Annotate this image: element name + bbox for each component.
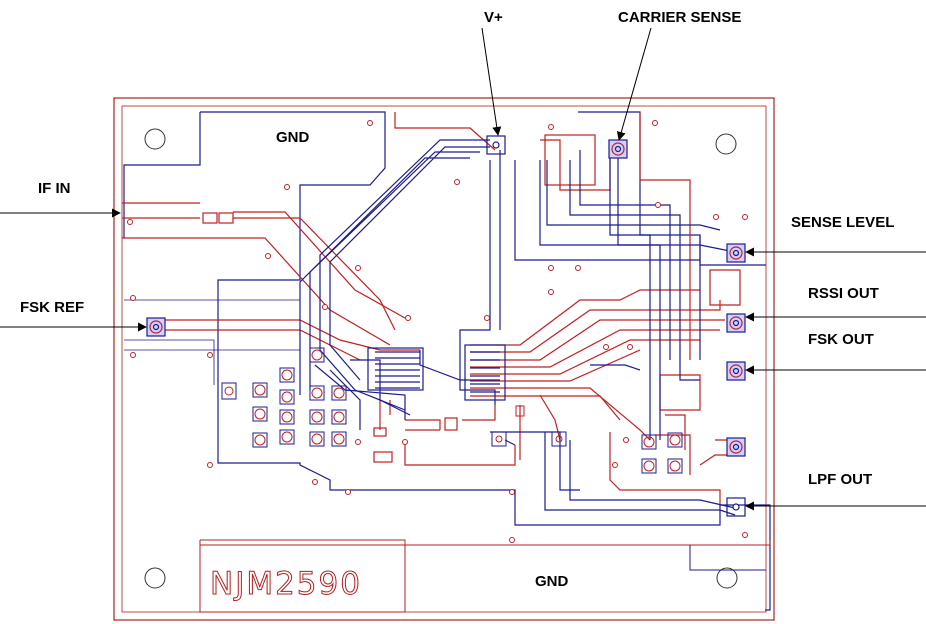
vias: [127, 120, 748, 543]
board-outline: [113, 97, 775, 621]
pin-label-lpf-out: LPF OUT: [808, 471, 872, 488]
mounting-hole-bottom-right: [716, 567, 738, 589]
component-pads-left: [221, 347, 347, 448]
pad-fsk-out: [726, 361, 746, 381]
gnd-label-top: GND: [276, 129, 310, 146]
pin-label-v-plus: V+: [484, 9, 503, 26]
ic-footprint: [367, 344, 506, 401]
part-number-text: NJM2590: [210, 566, 362, 602]
mounting-hole-top-left: [144, 128, 166, 150]
bottom-layer-traces: [122, 112, 741, 505]
pad-aux-right: [726, 437, 746, 457]
pointer-arrows: [0, 27, 926, 511]
ground-plane-left: [123, 112, 201, 238]
part-number-box: [199, 544, 406, 613]
pad-sense-level: [726, 243, 746, 263]
ground-plane-bottom-right: [689, 545, 766, 571]
ground-plane-right: [578, 111, 766, 266]
arrow-v-plus: [481, 27, 502, 136]
top-layer-traces: [299, 139, 736, 516]
pin-label-fsk-ref: FSK REF: [20, 299, 84, 316]
pad-fsk-ref: [146, 317, 166, 337]
pad-lpf-out: [726, 497, 746, 517]
gnd-label-bottom: GND: [535, 573, 569, 590]
pin-label-if-in: IF IN: [38, 180, 71, 197]
pad-v-plus: [486, 135, 506, 155]
pin-label-carrier-sense: CARRIER SENSE: [618, 9, 741, 26]
pin-label-rssi-out: RSSI OUT: [808, 285, 879, 302]
arrow-carrier-sense: [616, 27, 652, 141]
board-inner-outline: [121, 105, 767, 613]
component-pads-right: [491, 405, 683, 474]
pin-label-sense-level: SENSE LEVEL: [791, 214, 894, 231]
mounting-hole-top-right: [715, 133, 737, 155]
ground-plane-mid: [124, 299, 300, 385]
pad-rssi-out: [726, 313, 746, 333]
pad-carrier-sense: [608, 139, 628, 159]
mounting-hole-bottom-left: [144, 567, 166, 589]
pin-label-fsk-out: FSK OUT: [808, 331, 874, 348]
